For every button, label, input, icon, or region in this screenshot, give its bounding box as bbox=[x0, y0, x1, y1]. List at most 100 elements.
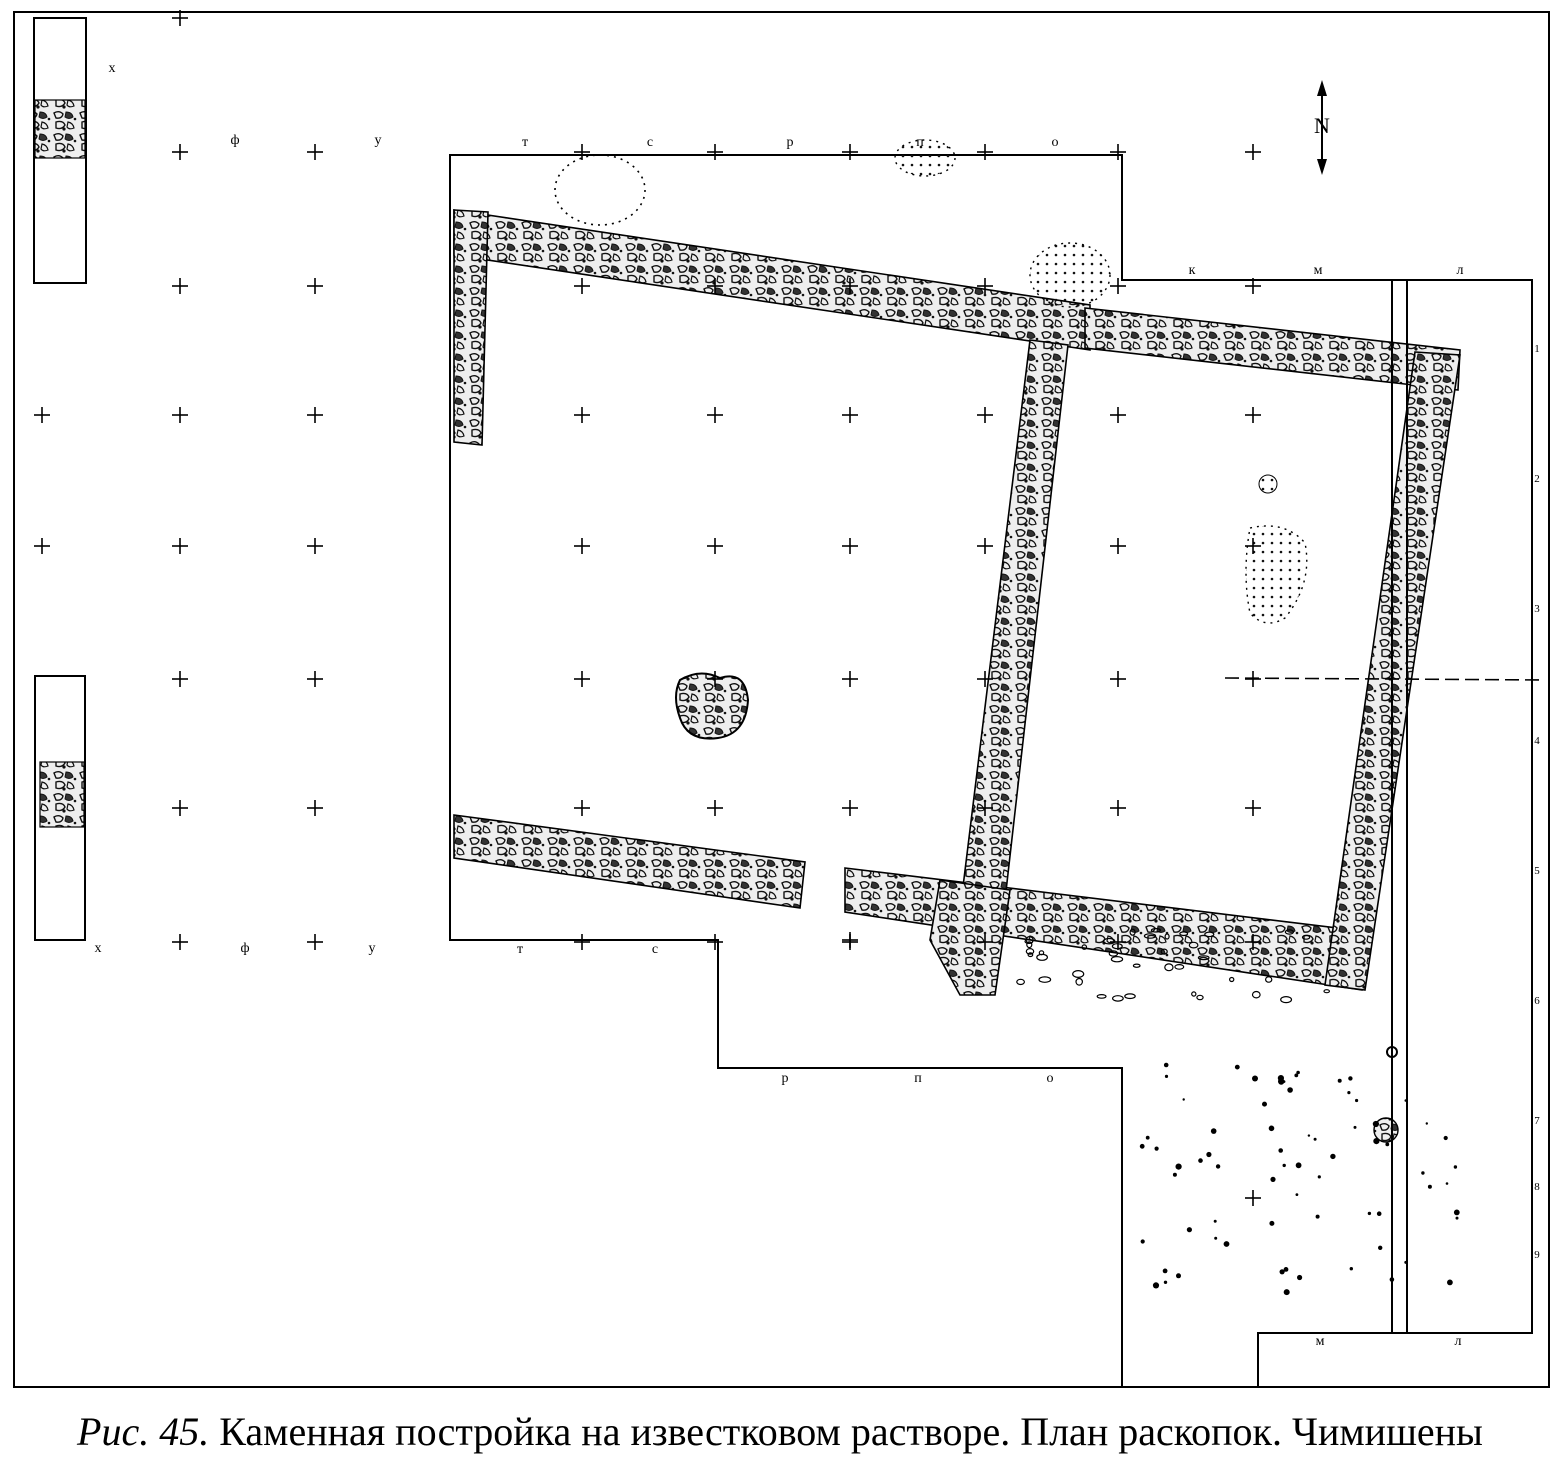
find-stone bbox=[1025, 948, 1035, 955]
grid-letter-bottom: с bbox=[652, 942, 658, 957]
grid-cross bbox=[1245, 538, 1261, 554]
grid-cross bbox=[172, 144, 188, 160]
grid-cross bbox=[307, 800, 323, 816]
north-arrow-icon bbox=[1317, 80, 1327, 175]
grid-cross bbox=[307, 671, 323, 687]
grid-number-right: 2 bbox=[1534, 473, 1540, 485]
find-dot bbox=[1427, 1184, 1432, 1189]
grid-number-right: 5 bbox=[1534, 865, 1540, 877]
grid-cross bbox=[842, 671, 858, 687]
grid-letter-left-bottom: х bbox=[95, 941, 102, 956]
excavation-boundary bbox=[449, 154, 1533, 1388]
left-strip-bottom-rubble bbox=[39, 761, 85, 828]
section-line-horizontal bbox=[1224, 677, 1546, 681]
grid-cross bbox=[172, 407, 188, 423]
find-dot bbox=[1214, 1236, 1218, 1240]
find-dot bbox=[1287, 1087, 1293, 1093]
find-dot bbox=[1389, 1277, 1395, 1282]
grid-cross bbox=[307, 144, 323, 160]
find-dot bbox=[1295, 1162, 1302, 1169]
grid-cross bbox=[707, 671, 723, 687]
grid-letter-bottom-right: м bbox=[1316, 1334, 1325, 1349]
find-dot bbox=[1297, 1274, 1303, 1281]
grid-cross bbox=[172, 538, 188, 554]
grid-cross bbox=[172, 671, 188, 687]
pit-top-left bbox=[554, 154, 646, 226]
find-dot bbox=[1378, 1245, 1383, 1251]
wall-buttress bbox=[929, 879, 1011, 996]
grid-letter-top: о bbox=[1052, 135, 1059, 150]
find-dot bbox=[1163, 1062, 1169, 1068]
find-dot bbox=[1353, 1125, 1357, 1129]
grid-cross bbox=[1110, 278, 1126, 294]
find-stone bbox=[1102, 937, 1116, 945]
grid-letter-left-strip: х bbox=[109, 61, 116, 76]
grid-cross bbox=[707, 800, 723, 816]
find-dot bbox=[1445, 1182, 1449, 1185]
find-dot bbox=[1313, 1137, 1317, 1141]
find-stone bbox=[1284, 929, 1295, 935]
find-dot bbox=[1172, 1172, 1177, 1177]
find-dot bbox=[1404, 1260, 1408, 1264]
figure-caption-text: Каменная постройка на известковом раство… bbox=[209, 1409, 1483, 1454]
grid-letter-bottom: т bbox=[517, 942, 523, 957]
find-stone bbox=[1025, 936, 1034, 944]
find-stone bbox=[1323, 989, 1331, 994]
find-stone bbox=[1132, 963, 1141, 968]
find-dot bbox=[1278, 1148, 1283, 1153]
find-stone bbox=[1197, 955, 1210, 961]
grid-cross bbox=[977, 407, 993, 423]
wall-partition bbox=[961, 339, 1069, 901]
grid-letter-top: р bbox=[787, 135, 794, 150]
find-dot bbox=[1279, 1269, 1285, 1275]
grid-cross bbox=[707, 407, 723, 423]
find-dot bbox=[1317, 1175, 1321, 1179]
grid-cross bbox=[307, 407, 323, 423]
find-dot bbox=[1152, 1282, 1160, 1289]
find-dot bbox=[1269, 1220, 1275, 1226]
grid-cross bbox=[172, 278, 188, 294]
grid-cross bbox=[574, 144, 590, 160]
north-label: N bbox=[1314, 113, 1330, 138]
left-strip-top-rubble bbox=[34, 99, 86, 159]
find-dot bbox=[1140, 1239, 1145, 1244]
find-stone bbox=[1160, 948, 1168, 955]
grid-cross bbox=[977, 934, 993, 950]
grid-letter-top: т bbox=[522, 135, 528, 150]
grid-cross bbox=[842, 144, 858, 160]
grid-cross bbox=[1245, 800, 1261, 816]
find-stone bbox=[1096, 994, 1107, 999]
grid-number-right: 6 bbox=[1534, 995, 1540, 1007]
find-dot bbox=[1355, 1098, 1359, 1103]
grid-cross bbox=[977, 278, 993, 294]
find-stone bbox=[1191, 991, 1197, 997]
find-dot bbox=[1139, 1143, 1145, 1149]
find-stone bbox=[1026, 941, 1033, 949]
find-stone bbox=[1164, 933, 1170, 940]
find-stone bbox=[1124, 993, 1136, 1000]
find-stone bbox=[1204, 931, 1215, 938]
artifact-dots bbox=[1016, 927, 1460, 1296]
grid-cross bbox=[842, 800, 858, 816]
find-dot bbox=[1163, 1280, 1168, 1285]
find-dot bbox=[1283, 1289, 1290, 1296]
find-stone bbox=[1111, 943, 1123, 950]
find-stone bbox=[1188, 941, 1199, 949]
find-dot bbox=[1348, 1076, 1353, 1081]
find-stone bbox=[1038, 950, 1045, 956]
find-dot bbox=[1367, 1211, 1372, 1216]
find-dot bbox=[1425, 1122, 1429, 1125]
figure-caption-number: Рис. 45. bbox=[77, 1409, 210, 1454]
find-stone bbox=[1196, 994, 1204, 1001]
grid-cross bbox=[1245, 144, 1261, 160]
grid-cross bbox=[977, 144, 993, 160]
grid-cross bbox=[34, 407, 50, 423]
left-strip-bottom bbox=[34, 675, 86, 941]
wall-north-west bbox=[453, 209, 1091, 351]
wall-south-west bbox=[453, 814, 806, 909]
find-dot bbox=[1453, 1209, 1460, 1216]
find-dot bbox=[1315, 1214, 1320, 1219]
find-dot bbox=[1453, 1165, 1458, 1169]
grid-cross bbox=[574, 800, 590, 816]
grid-cross bbox=[977, 671, 993, 687]
